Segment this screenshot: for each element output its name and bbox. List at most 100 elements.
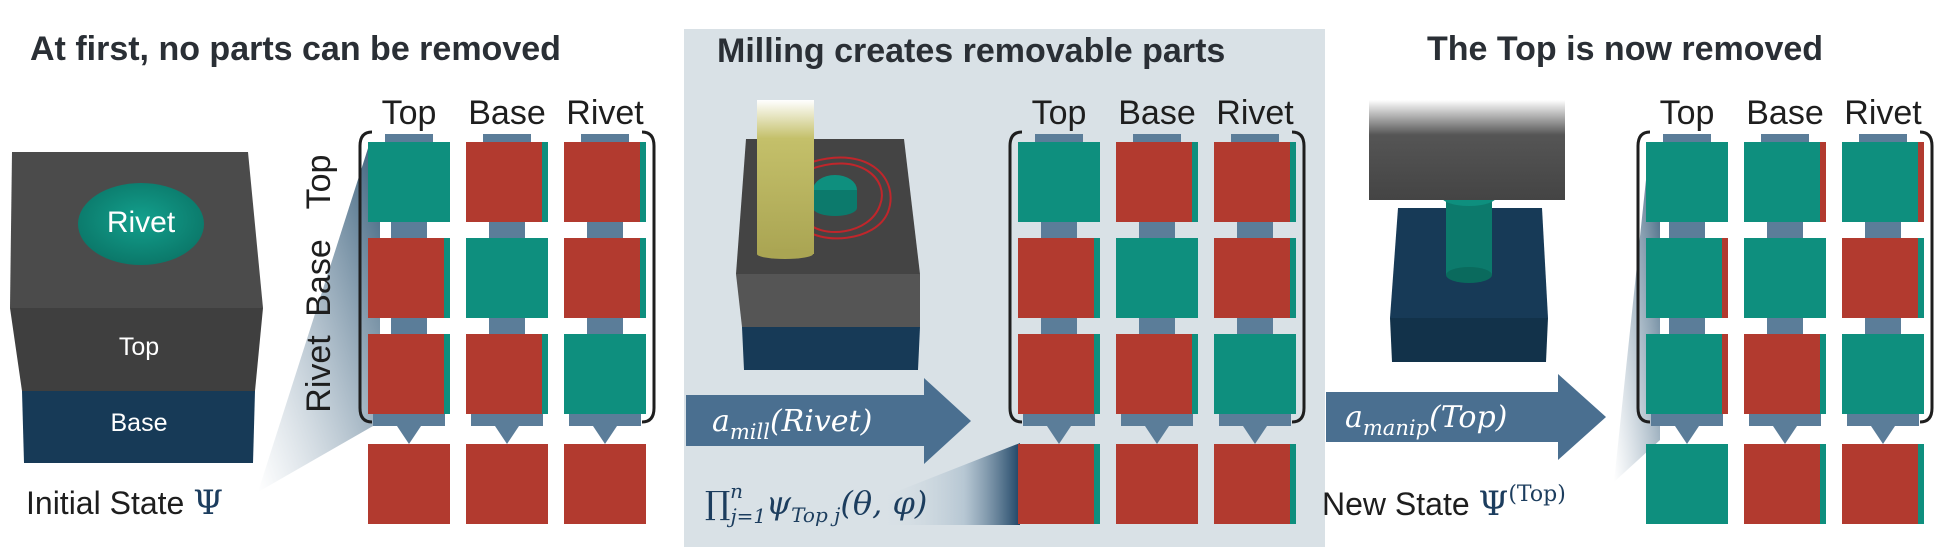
mill-action-arg: (Rivet) <box>770 404 872 439</box>
matrix-cell <box>368 142 450 222</box>
connector <box>489 222 525 238</box>
new-psi-sup: (Top) <box>1508 482 1565 507</box>
connector-top <box>385 134 433 142</box>
mill-action-sub: mill <box>730 420 770 444</box>
matrix-cell <box>1116 334 1198 414</box>
cell-edge <box>1820 142 1826 222</box>
matrix-cell <box>466 334 548 414</box>
down-arrow <box>1121 414 1193 444</box>
connector <box>1669 318 1705 334</box>
matrix-cell <box>1646 238 1728 318</box>
matrix-left-bracket <box>1008 130 1023 424</box>
matrix-cell <box>564 142 646 222</box>
milling-path-1 <box>804 162 883 233</box>
down-arrow <box>1219 414 1291 444</box>
matrix-cell <box>1214 334 1296 414</box>
psi-lower: ψ <box>766 484 792 522</box>
cell-edge <box>1722 334 1728 414</box>
connector-top <box>483 134 531 142</box>
cube-top-layer <box>10 308 263 391</box>
new-psi-symbol: Ψ <box>1479 484 1509 524</box>
column-header: Top <box>1660 94 1715 132</box>
cell-edge <box>444 334 450 414</box>
matrix-cell <box>1842 334 1924 414</box>
matrix-cell <box>1842 238 1924 318</box>
connector <box>1139 222 1175 238</box>
cell-edge <box>542 334 548 414</box>
connector <box>1237 222 1273 238</box>
result-cell <box>1018 444 1100 524</box>
cell-edge <box>1290 444 1296 524</box>
milling-tool <box>757 100 814 254</box>
connector <box>1865 318 1901 334</box>
cell-edge <box>1094 238 1100 318</box>
rivet-ellipse <box>78 183 204 265</box>
product-sup: n <box>730 479 743 503</box>
column-header: Rivet <box>1844 94 1922 132</box>
down-arrow <box>569 414 641 444</box>
product-spotlight <box>880 443 1020 525</box>
initial-state-label: Initial State Ψ <box>26 483 223 523</box>
panel1-title: At first, no parts can be removed <box>30 30 561 68</box>
down-arrow <box>1749 414 1821 444</box>
mill-arrow-shape <box>686 378 971 464</box>
cell-edge <box>1918 444 1924 524</box>
milling-cube-base <box>742 327 920 370</box>
panel3-title: The Top is now removed <box>1427 30 1823 68</box>
connector-top <box>1761 134 1809 142</box>
cell-edge <box>1094 444 1100 524</box>
result-cell <box>1214 444 1296 524</box>
matrix-right-bracket <box>1291 130 1306 424</box>
gripper <box>1369 100 1565 200</box>
column-header: Top <box>382 94 437 132</box>
connector <box>1041 222 1077 238</box>
mill-action-label: amill(Rivet) <box>712 404 872 444</box>
initial-state-text: Initial State <box>26 485 193 521</box>
column-header: Top <box>1032 94 1087 132</box>
milling-cube-front <box>736 274 920 327</box>
connector <box>391 222 427 238</box>
cell-edge <box>542 142 548 222</box>
down-arrow <box>373 414 445 444</box>
matrix-cell <box>1018 334 1100 414</box>
milling-tool-tip <box>757 249 813 259</box>
milling-illustration <box>736 100 920 370</box>
manip-arrow-shape <box>1326 374 1606 460</box>
result-cell <box>1842 444 1924 524</box>
mill-action-arrow: amill(Rivet) <box>686 378 971 464</box>
column-header: Rivet <box>566 94 644 132</box>
connector-top <box>1859 134 1907 142</box>
panel2-title: Milling creates removable parts <box>717 32 1225 70</box>
matrix-cell <box>466 238 548 318</box>
cell-edge <box>1094 334 1100 414</box>
manip-action-label: amanip(Top) <box>1345 400 1507 440</box>
down-arrow <box>1847 414 1919 444</box>
cell-edge <box>1192 142 1198 222</box>
cube-top-label: Top <box>119 333 159 361</box>
cell-edge <box>1918 238 1924 318</box>
column-header: Base <box>1118 94 1196 132</box>
manipulation-illustration <box>1369 100 1565 362</box>
cell-edge <box>1722 238 1728 318</box>
matrix-cell <box>1214 238 1296 318</box>
cell-edge <box>1192 334 1198 414</box>
cell-edge <box>444 238 450 318</box>
down-arrow <box>1651 414 1723 444</box>
connector <box>1139 318 1175 334</box>
cell-edge <box>1918 142 1924 222</box>
matrix-cell <box>564 334 646 414</box>
cell-edge <box>640 238 646 318</box>
new-state-label: New State Ψ(Top) <box>1322 482 1566 524</box>
initial-cube: Rivet Top Base <box>10 152 263 463</box>
connector <box>391 318 427 334</box>
cube-base-layer <box>22 391 255 463</box>
matrix-cell <box>368 238 450 318</box>
matrix-left-bracket <box>358 130 373 424</box>
spotlight-beam <box>258 142 380 492</box>
result-cell <box>1646 444 1728 524</box>
